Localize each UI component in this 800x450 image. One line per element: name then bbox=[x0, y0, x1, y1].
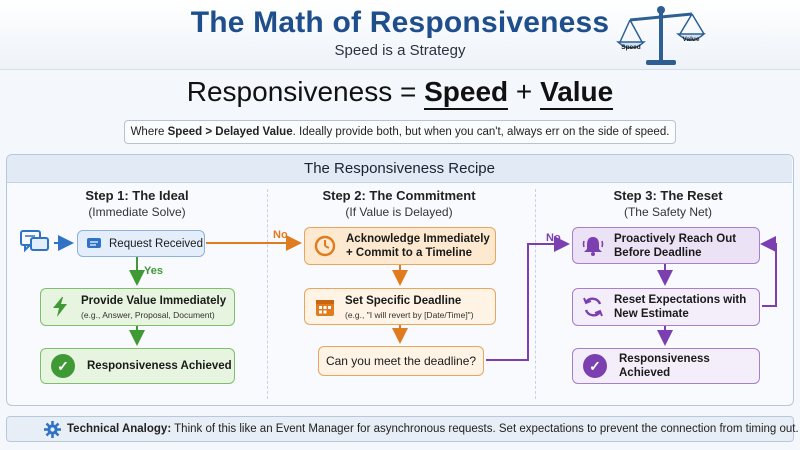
acknowledge-label-2: + Commit to a Timeline bbox=[346, 247, 472, 259]
reach-out-label-1: Proactively Reach Out bbox=[614, 232, 737, 245]
equation-lhs: Responsiveness = bbox=[186, 76, 417, 107]
note-rest: . Ideally provide both, but when you can… bbox=[292, 126, 670, 138]
reset-label-1: Reset Expectations with bbox=[614, 294, 747, 306]
bell-icon bbox=[582, 236, 604, 256]
step1-title: Step 1: The Ideal bbox=[85, 188, 189, 203]
footer-bold: Technical Analogy: bbox=[67, 423, 172, 435]
equation-plus: + bbox=[515, 76, 533, 107]
equation: Responsiveness = Speed + Value bbox=[0, 76, 800, 110]
step3-header: Step 3: The Reset (The Safety Net) bbox=[548, 188, 788, 219]
recipe-title: The Responsiveness Recipe bbox=[7, 155, 792, 183]
step1-subtitle: (Immediate Solve) bbox=[88, 205, 186, 219]
column-divider bbox=[535, 189, 536, 399]
page-subtitle: Speed is a Strategy bbox=[334, 42, 466, 59]
step2-title: Step 2: The Commitment bbox=[322, 188, 476, 203]
responsiveness-achieved-box-1: ✓ Responsiveness Achieved bbox=[40, 348, 235, 384]
yes-label: Yes bbox=[144, 265, 163, 277]
scale-value-label: Value bbox=[683, 36, 700, 43]
scale-speed-label: Speed bbox=[621, 44, 641, 51]
note-bold: Speed > Delayed Value bbox=[167, 126, 293, 138]
column-divider bbox=[267, 189, 268, 399]
step3-title: Step 3: The Reset bbox=[613, 188, 723, 203]
check-circle-icon: ✓ bbox=[583, 354, 607, 378]
step2-subtitle: (If Value is Delayed) bbox=[345, 205, 453, 219]
achieved-label-2: Responsiveness Achieved bbox=[619, 353, 710, 379]
provide-value-box: Provide Value Immediately (e.g., Answer,… bbox=[40, 288, 235, 326]
refresh-icon bbox=[583, 297, 603, 317]
header: The Math of Responsiveness Speed is a St… bbox=[0, 0, 800, 70]
acknowledge-box: Acknowledge Immediately + Commit to a Ti… bbox=[304, 227, 496, 265]
achieved-label-1: Responsiveness Achieved bbox=[87, 360, 232, 372]
gear-icon bbox=[44, 421, 61, 438]
deadline-question-label: Can you meet the deadline? bbox=[325, 354, 477, 368]
responsiveness-achieved-box-2: ✓ Responsiveness Achieved bbox=[572, 348, 760, 384]
step1-header: Step 1: The Ideal (Immediate Solve) bbox=[17, 188, 257, 219]
scale-icon: Speed Value bbox=[616, 6, 706, 65]
equation-speed: Speed bbox=[424, 76, 509, 110]
deadline-question-box: Can you meet the deadline? bbox=[318, 346, 484, 376]
equation-note: Where Speed > Delayed Value. Ideally pro… bbox=[124, 120, 676, 144]
reach-out-box: Proactively Reach Out Before Deadline bbox=[572, 227, 760, 264]
clock-icon bbox=[314, 235, 336, 257]
set-deadline-label: Set Specific Deadline bbox=[345, 294, 462, 307]
provide-value-sublabel: (e.g., Answer, Proposal, Document) bbox=[81, 310, 215, 320]
set-deadline-sublabel: (e.g., "I will revert by [Date/Time]") bbox=[345, 309, 474, 320]
message-icon bbox=[87, 237, 101, 248]
lightning-icon bbox=[45, 297, 75, 317]
reach-out-label-2: Before Deadline bbox=[614, 246, 702, 259]
technical-analogy-footer: Technical Analogy: Think of this like an… bbox=[6, 416, 799, 442]
step2-header: Step 2: The Commitment (If Value is Dela… bbox=[279, 188, 519, 219]
chat-icon bbox=[20, 230, 49, 253]
no-label-2: No bbox=[546, 232, 561, 244]
request-received-box: Request Received bbox=[77, 230, 205, 257]
calendar-icon bbox=[316, 299, 334, 316]
check-circle-icon: ✓ bbox=[51, 354, 75, 378]
set-deadline-box: Set Specific Deadline (e.g., "I will rev… bbox=[304, 288, 496, 325]
step3-subtitle: (The Safety Net) bbox=[623, 205, 713, 219]
provide-value-label: Provide Value Immediately bbox=[81, 295, 227, 307]
reset-label-2: New Estimate bbox=[614, 308, 689, 320]
reset-expectations-box: Reset Expectations with New Estimate bbox=[572, 288, 760, 326]
page-title: The Math of Responsiveness bbox=[190, 6, 610, 39]
note-prefix: Where bbox=[130, 126, 168, 138]
request-received-label: Request Received bbox=[109, 237, 203, 250]
footer-text: Think of this like an Event Manager for … bbox=[171, 423, 799, 435]
acknowledge-label-1: Acknowledge Immediately bbox=[346, 233, 490, 245]
equation-value: Value bbox=[540, 76, 614, 110]
no-label-1: No bbox=[273, 229, 288, 241]
